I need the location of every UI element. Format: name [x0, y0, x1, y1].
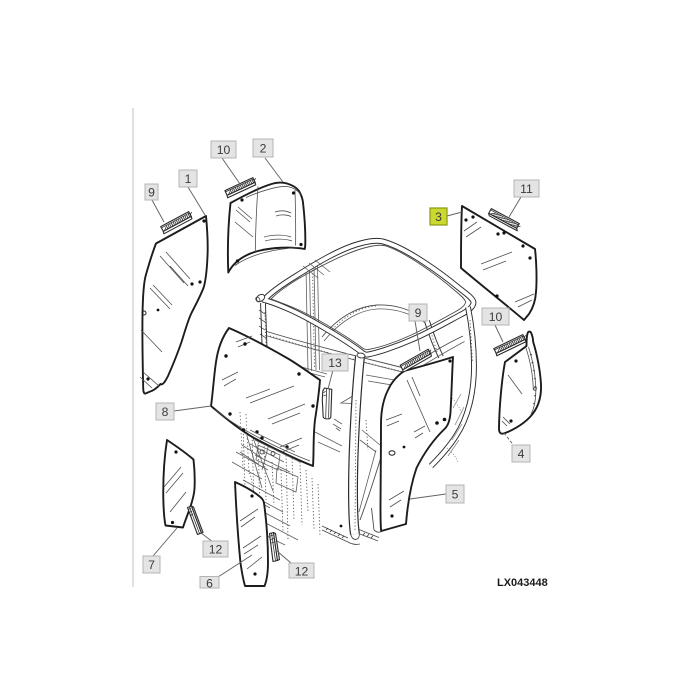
svg-text:7: 7	[148, 558, 155, 572]
svg-text:3: 3	[435, 210, 442, 224]
svg-text:5: 5	[452, 488, 459, 502]
svg-text:13: 13	[328, 356, 342, 370]
svg-text:12: 12	[209, 543, 223, 557]
svg-text:2: 2	[260, 142, 267, 156]
svg-text:8: 8	[162, 405, 169, 419]
svg-text:9: 9	[148, 186, 155, 200]
svg-text:12: 12	[295, 565, 309, 579]
svg-text:9: 9	[415, 306, 422, 320]
svg-text:6: 6	[206, 577, 213, 591]
svg-text:LX043448: LX043448	[497, 577, 548, 589]
svg-text:10: 10	[217, 143, 231, 157]
svg-text:1: 1	[185, 172, 192, 186]
svg-text:4: 4	[518, 447, 525, 461]
svg-text:10: 10	[489, 310, 503, 324]
svg-text:11: 11	[520, 182, 533, 196]
